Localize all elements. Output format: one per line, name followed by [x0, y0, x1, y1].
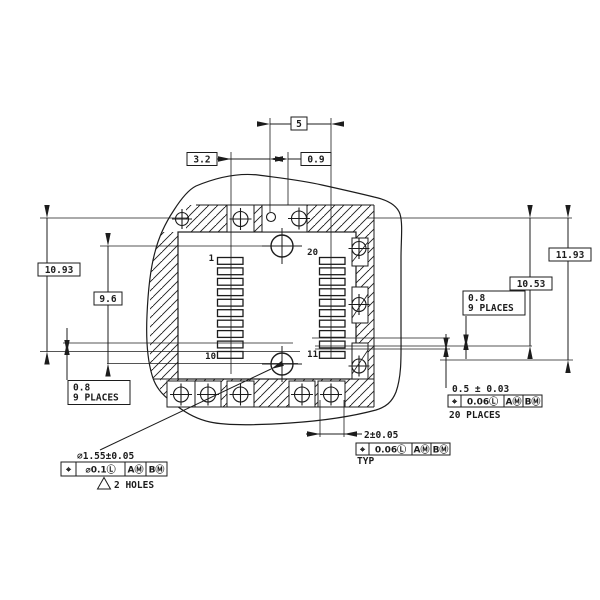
feature-control-frame-hole: ⌖ ⌀0.1Ⓛ AⓂ BⓂ	[60, 461, 168, 477]
svg-text:0.8: 0.8	[73, 383, 90, 394]
pad-note-text: 20 PLACES	[449, 410, 501, 421]
plated-hole	[348, 355, 370, 377]
svg-text:0.8: 0.8	[468, 293, 485, 304]
svg-text:BⓂ: BⓂ	[149, 464, 165, 476]
svg-text:9.6: 9.6	[99, 294, 116, 305]
pad-dim-text: 0.5 ± 0.03	[452, 384, 509, 395]
svg-text:0.9: 0.9	[307, 155, 324, 166]
svg-text:BⓂ: BⓂ	[525, 396, 541, 408]
plated-hole	[197, 383, 219, 406]
svg-text:AⓂ: AⓂ	[128, 464, 144, 476]
svg-text:10.93: 10.93	[45, 265, 74, 276]
pin-label-10: 10	[205, 352, 216, 362]
pad-column-left	[216, 256, 244, 359]
dimension-lines	[44, 121, 571, 451]
position-symbol: ⌖	[65, 466, 72, 476]
svg-text:3.2: 3.2	[193, 155, 210, 166]
dimension-labels: 5 3.2 0.9 10.93 9.6 11.93 10.53	[37, 116, 592, 306]
svg-text:BⓂ: BⓂ	[433, 444, 449, 456]
dim-label-5: 5	[290, 116, 308, 131]
plated-hole	[320, 383, 342, 406]
plated-hole	[229, 383, 252, 406]
pitch-note-text: TYP	[357, 456, 374, 467]
pin-label-1: 1	[209, 254, 214, 264]
plated-hole	[170, 383, 192, 406]
svg-text:0.06Ⓛ: 0.06Ⓛ	[375, 444, 406, 456]
extension-lines	[40, 118, 573, 437]
small-hole	[265, 211, 277, 223]
hole-note-text: 2 HOLES	[114, 480, 154, 491]
svg-text:5: 5	[296, 119, 302, 130]
leader-hole-callout	[99, 360, 284, 451]
svg-text:10.53: 10.53	[517, 279, 546, 290]
hole-dim-text: ⌀1.55±0.05	[77, 451, 134, 462]
pad-column-right	[318, 256, 346, 359]
feature-control-frame-pad: ⌖ 0.06Ⓛ AⓂ BⓂ	[447, 394, 543, 408]
dim-label-11-93: 11.93	[548, 247, 592, 262]
position-symbol: ⌖	[451, 398, 458, 408]
pin-labels: 1 10 20 11	[205, 248, 318, 362]
svg-text:⌀0.1Ⓛ: ⌀0.1Ⓛ	[85, 464, 115, 476]
dim-label-9-6: 9.6	[93, 291, 123, 306]
plated-hole	[348, 238, 370, 259]
plated-hole	[348, 294, 370, 315]
dim-label-0-9: 0.9	[300, 152, 332, 166]
feature-control-frame-pitch: ⌖ 0.06Ⓛ AⓂ BⓂ	[355, 442, 451, 456]
pitch-callout: 2±0.05 ⌖ 0.06Ⓛ AⓂ BⓂ TYP	[355, 430, 451, 467]
plated-hole	[229, 208, 252, 230]
pitch-dim-text: 2±0.05	[364, 430, 399, 441]
svg-text:9 PLACES: 9 PLACES	[73, 393, 119, 404]
svg-text:9 PLACES: 9 PLACES	[468, 303, 514, 314]
plated-hole	[172, 209, 192, 229]
svg-text:AⓂ: AⓂ	[414, 444, 430, 456]
left-pitch-callout: 0.8 9 PLACES	[67, 380, 131, 405]
right-pitch-callout: 0.8 9 PLACES	[462, 290, 526, 316]
position-symbol: ⌖	[359, 446, 366, 456]
svg-text:AⓂ: AⓂ	[506, 396, 522, 408]
dim-label-3-2: 3.2	[186, 152, 218, 166]
hole-callout: ⌀1.55±0.05 ⌖ ⌀0.1Ⓛ AⓂ BⓂ 2 HOLES	[60, 451, 168, 491]
plated-holes	[170, 207, 370, 406]
plated-hole	[288, 207, 310, 230]
pad-position-callout: 0.5 ± 0.03 ⌖ 0.06Ⓛ AⓂ BⓂ 20 PLACES	[447, 384, 543, 421]
pin-label-11: 11	[307, 350, 318, 360]
dim-label-10-93: 10.93	[37, 262, 81, 277]
dim-label-10-53: 10.53	[509, 276, 553, 291]
pin-label-20: 20	[307, 248, 318, 258]
plated-hole	[291, 383, 313, 406]
svg-text:11.93: 11.93	[556, 250, 585, 261]
flag-note-triangle-icon	[96, 476, 112, 490]
svg-text:0.06Ⓛ: 0.06Ⓛ	[467, 396, 498, 408]
